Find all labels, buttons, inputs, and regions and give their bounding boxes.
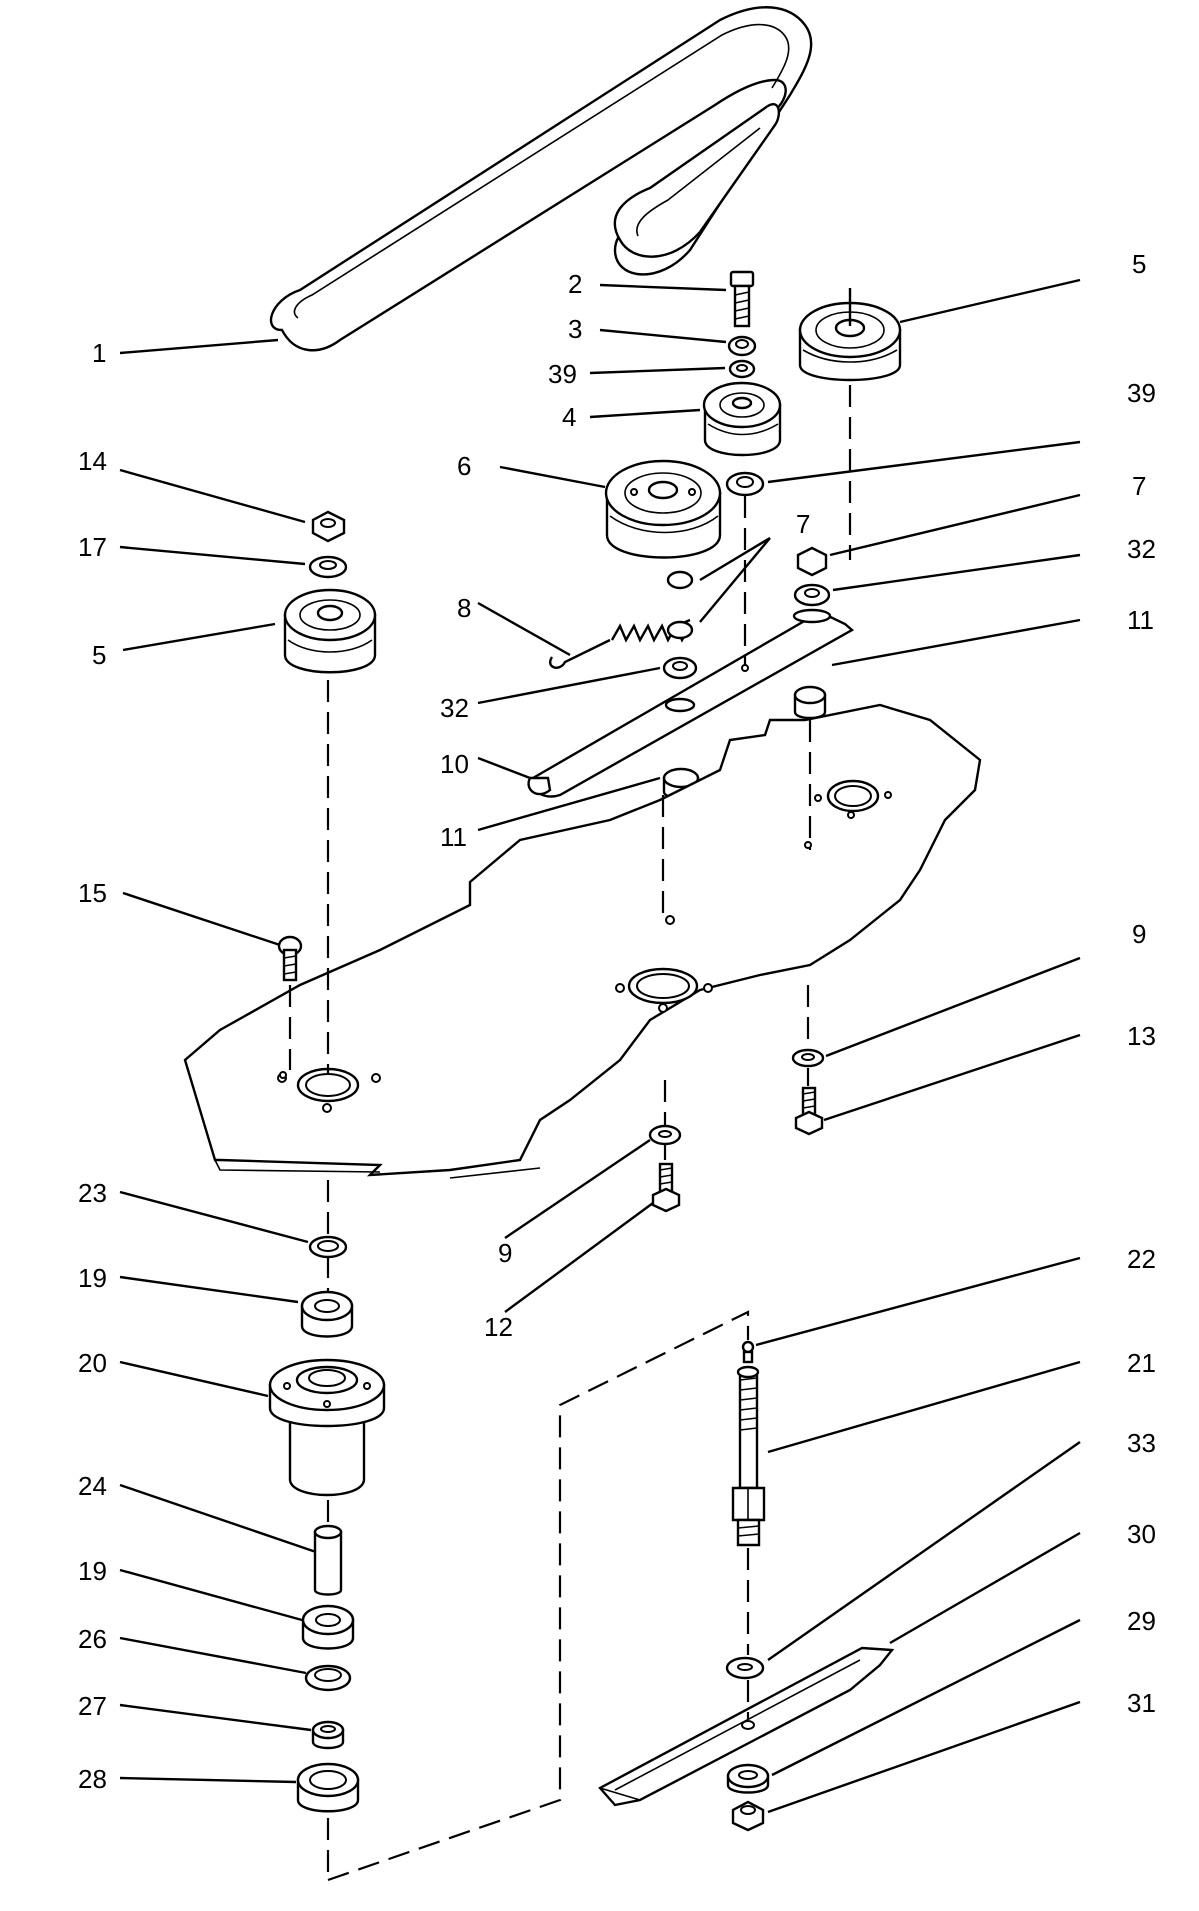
washer-33 bbox=[725, 1656, 765, 1680]
nut-31 bbox=[731, 1800, 765, 1832]
washer-23 bbox=[308, 1235, 348, 1259]
label-27: 27 bbox=[78, 1691, 107, 1721]
bolt-12 bbox=[651, 1162, 681, 1213]
bolt-2 bbox=[729, 270, 755, 328]
label-22: 22 bbox=[1127, 1244, 1156, 1274]
label-29: 29 bbox=[1127, 1606, 1156, 1636]
label-33: 33 bbox=[1127, 1428, 1156, 1458]
label-39-upper: 39 bbox=[548, 359, 577, 389]
bushing-11-right bbox=[793, 685, 827, 720]
nut-7-center-lower bbox=[666, 620, 694, 640]
centerlines bbox=[288, 385, 852, 1882]
label-9-center: 9 bbox=[498, 1238, 512, 1268]
spacer-27 bbox=[311, 1720, 345, 1750]
washer-32-center bbox=[662, 656, 698, 680]
bolt-15 bbox=[277, 935, 303, 982]
label-2: 2 bbox=[568, 269, 582, 299]
label-14: 14 bbox=[78, 446, 107, 476]
label-19-lower: 19 bbox=[78, 1556, 107, 1586]
spindle-housing-20 bbox=[268, 1358, 386, 1497]
pulley-6 bbox=[604, 459, 722, 559]
washer-39-upper bbox=[728, 359, 756, 379]
callout-labels: 1 2 3 39 4 5 39 6 14 17 5 7 7 32 8 11 32… bbox=[78, 249, 1156, 1794]
nut-14 bbox=[311, 510, 346, 543]
label-24: 24 bbox=[78, 1471, 107, 1501]
label-3: 3 bbox=[568, 314, 582, 344]
bolt-13 bbox=[794, 1086, 824, 1136]
nut-3 bbox=[727, 335, 757, 357]
label-19-upper: 19 bbox=[78, 1263, 107, 1293]
bearing-19-lower bbox=[301, 1604, 355, 1650]
pulley-5-right bbox=[798, 288, 902, 382]
label-5-left: 5 bbox=[92, 640, 106, 670]
label-8: 8 bbox=[457, 593, 471, 623]
label-17: 17 bbox=[78, 532, 107, 562]
label-12: 12 bbox=[484, 1312, 513, 1342]
drive-belt bbox=[269, 6, 813, 352]
spindle-shaft-21 bbox=[731, 1365, 766, 1547]
mower-deck bbox=[183, 703, 982, 1179]
label-32-center: 32 bbox=[440, 693, 469, 723]
cap-28 bbox=[296, 1762, 360, 1813]
leader-lines bbox=[119, 278, 1081, 1814]
blade-30 bbox=[598, 1646, 895, 1807]
label-21: 21 bbox=[1127, 1348, 1156, 1378]
label-11-center: 11 bbox=[440, 822, 467, 852]
label-20: 20 bbox=[78, 1348, 107, 1378]
label-31: 31 bbox=[1127, 1688, 1156, 1718]
washer-9-center bbox=[648, 1124, 682, 1146]
label-11-right: 11 bbox=[1127, 605, 1154, 635]
washer-9-right bbox=[791, 1048, 825, 1068]
bearing-19-upper bbox=[300, 1290, 354, 1338]
washer-29 bbox=[726, 1763, 770, 1794]
label-4: 4 bbox=[562, 402, 576, 432]
label-39-lower: 39 bbox=[1127, 378, 1156, 408]
label-15: 15 bbox=[78, 878, 107, 908]
label-7-center: 7 bbox=[796, 509, 810, 539]
label-7-right: 7 bbox=[1132, 471, 1146, 501]
label-32-right: 32 bbox=[1127, 534, 1156, 564]
idler-pulley-4 bbox=[702, 381, 782, 457]
washer-17 bbox=[308, 555, 348, 579]
washer-39-lower bbox=[725, 471, 765, 497]
grease-fitting-22 bbox=[741, 1340, 755, 1364]
label-13: 13 bbox=[1127, 1021, 1156, 1051]
label-26: 26 bbox=[78, 1624, 107, 1654]
label-5-right: 5 bbox=[1132, 249, 1146, 279]
label-28: 28 bbox=[78, 1764, 107, 1794]
spacer-24 bbox=[313, 1524, 343, 1596]
nut-7-center-upper bbox=[666, 570, 694, 590]
label-23: 23 bbox=[78, 1178, 107, 1208]
label-1: 1 bbox=[92, 338, 106, 368]
label-10: 10 bbox=[440, 749, 469, 779]
seal-26 bbox=[304, 1664, 352, 1692]
idler-arm-10 bbox=[527, 608, 855, 798]
label-6: 6 bbox=[457, 451, 471, 481]
washer-32-right bbox=[793, 583, 831, 607]
nut-7-right bbox=[796, 546, 828, 577]
pulley-5-left bbox=[283, 588, 377, 674]
label-30: 30 bbox=[1127, 1519, 1156, 1549]
label-9-right: 9 bbox=[1132, 919, 1146, 949]
